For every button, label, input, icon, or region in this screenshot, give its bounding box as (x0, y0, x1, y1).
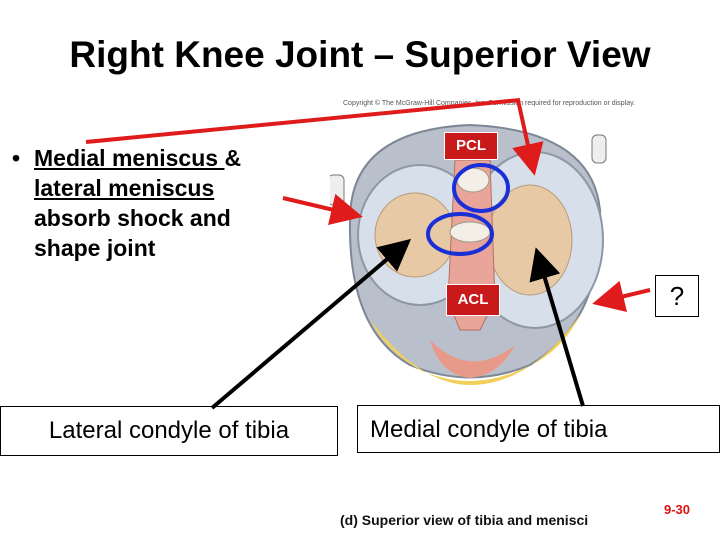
figure-caption: (d) Superior view of tibia and menisci (340, 512, 589, 528)
bullet-line-4: shape joint (34, 235, 156, 261)
pcl-label: PCL (444, 132, 498, 160)
bullet-marker: • (12, 145, 21, 171)
bullet-line-2: lateral meniscus (34, 175, 215, 201)
pcl-circle (452, 163, 510, 213)
medial-collateral (591, 134, 607, 164)
page-number: 9-30 (664, 502, 691, 517)
patellar-ligament (430, 340, 515, 378)
acl-circle (426, 212, 494, 256)
arrow-medial-condyle (529, 247, 585, 407)
medial-condyle-box: Medial condyle of tibia (357, 405, 720, 453)
lateral-condyle-box: Lateral condyle of tibia (0, 406, 338, 456)
arrow-lateral-condyle (210, 238, 412, 410)
acl-label: ACL (446, 284, 500, 316)
arrow-to-lateral-meniscus (282, 193, 363, 226)
slide-title: Right Knee Joint – Superior View (69, 34, 651, 75)
arrow-top-line (85, 98, 521, 144)
arrow-to-medial-meniscus (512, 99, 544, 176)
bullet-line-1: Medial meniscus (34, 145, 225, 171)
bullet-line-3: absorb shock and (34, 205, 231, 231)
arrow-question (592, 280, 651, 312)
question-box: ? (655, 275, 699, 317)
fat-pad (370, 315, 580, 385)
bullet-ampersand: & (224, 145, 242, 171)
